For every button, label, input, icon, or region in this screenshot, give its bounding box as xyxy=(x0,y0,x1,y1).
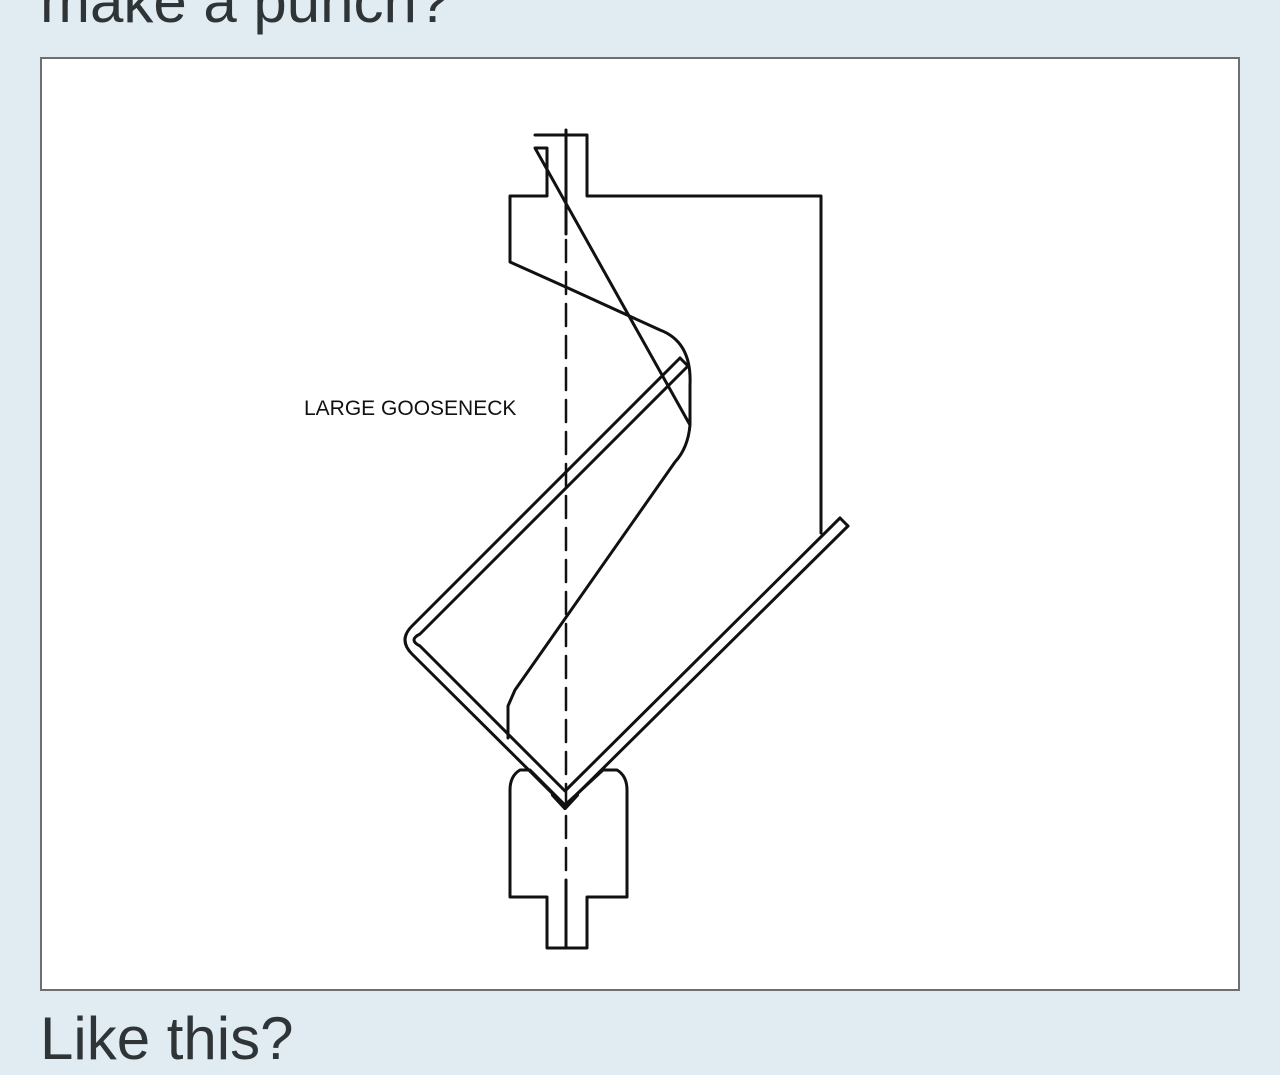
post-heading-top: make a punch? xyxy=(40,0,451,35)
sheet-part-outer xyxy=(403,356,850,808)
contact-tip xyxy=(551,793,579,810)
diagram-image: LARGE GOOSENECK xyxy=(40,57,1240,991)
gooseneck-label: LARGE GOOSENECK xyxy=(304,397,516,420)
sheet-part-inner xyxy=(412,364,842,793)
die-outline xyxy=(508,768,629,950)
post-heading-bottom: Like this? xyxy=(40,1005,294,1072)
gooseneck-punch-diagram: LARGE GOOSENECK xyxy=(304,128,850,950)
sheet-part-end-bottom xyxy=(838,516,850,528)
sheet-part-end-top xyxy=(678,356,690,368)
punch-outline xyxy=(506,133,823,740)
